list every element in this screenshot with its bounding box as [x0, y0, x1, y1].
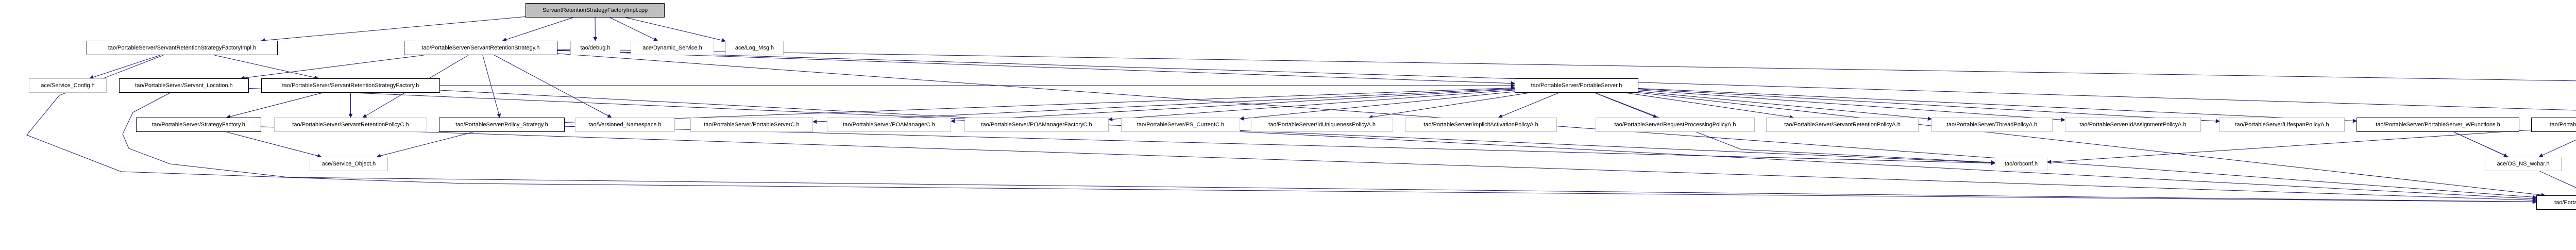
node-ace-log-msg-h: ace/Log_Msg.h: [725, 41, 784, 55]
node-ace-service-object-h: ace/Service_Object.h: [310, 157, 388, 171]
edge-2-7: [240, 55, 424, 80]
edge-7-37: [122, 92, 2537, 204]
node-tao-portableserver-servantretentionstrategy-h[interactable]: tao/PortableServer/ServantRetentionStrat…: [404, 41, 557, 55]
node-ace-service-config-h: ace/Service_Config.h: [29, 78, 107, 93]
edge-27-32: [2047, 129, 2532, 164]
node-tao-portableserver-strategyfactory-h[interactable]: tao/PortableServer/StrategyFactory.h: [136, 118, 261, 132]
node-tao-portableserver-policy-strategy-h[interactable]: tao/PortableServer/Policy_Strategy.h: [439, 118, 565, 132]
edge-0-2: [502, 17, 573, 42]
edge-9-20: [1498, 92, 1560, 118]
node-tao-debug-h: tao/debug.h: [570, 41, 620, 55]
node-tao-portableserver-threadpolicya-h: tao/PortableServer/ThreadPolicyA.h: [1931, 118, 2053, 132]
edge-9-16: [951, 89, 1515, 123]
node-tao-portableserver-implicitactivationpolicya-h: tao/PortableServer/ImplicitActivationPol…: [1405, 118, 1557, 132]
edge-9-22: [1625, 92, 1794, 119]
node-tao-portableserver-iduniquenesspolicya-h: tao/PortableServer/IdUniquenessPolicyA.h: [1251, 118, 1393, 132]
edge-9-37: [1638, 92, 2546, 197]
node-tao-portableserver-idassignmentpolicya-h: tao/PortableServer/IdAssignmentPolicyA.h: [2065, 118, 2201, 132]
node-tao-portableserver-portableserver-functions-h[interactable]: tao/PortableServer/PortableServer_Functi…: [2531, 118, 2576, 132]
node-tao-portableserver-servantretentionstrategyfactoryimpl-h[interactable]: tao/PortableServer/ServantRetentionStrat…: [87, 41, 278, 55]
node-tao-portableserver-lifespanpolicya-h: tao/PortableServer/LifespanPolicyA.h: [2219, 118, 2345, 132]
edge-0-5: [625, 17, 726, 42]
edge-2-9: [557, 50, 1515, 86]
edge-13-9: [564, 86, 1515, 123]
edge-1-8: [214, 55, 319, 80]
edge-9-18: [1240, 91, 1515, 121]
edge-8-11: [226, 92, 323, 119]
node-tao-portableserver-ps-currentc-h: tao/PortableServer/PS_CurrentC.h: [1121, 118, 1240, 132]
edge-0-4: [609, 17, 658, 41]
edge-9-26: [1638, 88, 2357, 123]
edge-9-15: [812, 88, 1515, 124]
node-tao-portableserver-portableserver-wfunctions-h[interactable]: tao/PortableServer/PortableServer_WFunct…: [2357, 118, 2519, 132]
edge-9-19: [1368, 92, 1530, 119]
node-ace-dynamic-service-h: ace/Dynamic_Service.h: [631, 41, 714, 55]
edge-9-24: [1638, 89, 2065, 122]
node-tao-orbconf-h: tao/orbconf.h: [1995, 157, 2047, 171]
node-tao-portableserver-servantretentionpolicya-h: tao/PortableServer/ServantRetentionPolic…: [1766, 118, 1919, 132]
edge-9-25: [1638, 89, 2220, 123]
edge-13-32: [564, 126, 1995, 165]
node-servantretentionstrategyfactoryimpl-cpp: ServantRetentionStrategyFactoryImpl.cpp: [526, 3, 665, 18]
edge-11-31: [226, 131, 322, 158]
edge-2-14: [494, 55, 612, 118]
edge-9-17: [1108, 90, 1515, 122]
node-tao-versioned-namespace-h: tao/Versioned_Namespace.h: [575, 118, 675, 132]
edge-8-37: [439, 90, 2537, 201]
edge-9-32: [1595, 92, 1995, 164]
edge-11-37: [261, 126, 2537, 203]
node-tao-portableserver-servantretentionpolicyc-h: tao/PortableServer/ServantRetentionPolic…: [274, 118, 427, 132]
edge-9-23: [1638, 91, 1932, 121]
edge-27-33: [2538, 139, 2576, 157]
edge-13-31: [376, 131, 474, 158]
node-tao-portableserver-portableserver-export-h[interactable]: tao/PortableServer/portableserver_export…: [2536, 195, 2576, 210]
node-tao-portableserver-poamanagerfactoryc-h: tao/PortableServer/POAManagerFactoryC.h: [964, 118, 1109, 132]
node-tao-portableserver-requestprocessingpolicya-h: tao/PortableServer/RequestProcessingPoli…: [1596, 118, 1755, 132]
edge-0-1: [261, 16, 526, 43]
node-tao-portableserver-portableserverc-h: tao/PortableServer/PortableServerC.h: [690, 118, 813, 132]
node-tao-portableserver-portableserver-h[interactable]: tao/PortableServer/PortableServer.h: [1515, 78, 1638, 93]
node-tao-portableserver-poamanagerc-h: tao/PortableServer/POAManagerC.h: [827, 118, 951, 132]
edge-2-10: [557, 48, 2576, 81]
edge-2-13: [482, 55, 501, 118]
node-tao-portableserver-servant-location-h[interactable]: tao/PortableServer/Servant_Location.h: [119, 78, 249, 93]
node-ace-os-ns-wchar-h: ace/OS_NS_wchar.h: [2485, 157, 2562, 171]
edge-1-6: [89, 55, 161, 79]
edge-2-30: [557, 49, 2576, 111]
node-tao-portableserver-servantretentionstrategyfactory-h[interactable]: tao/PortableServer/ServantRetentionStrat…: [261, 78, 440, 93]
